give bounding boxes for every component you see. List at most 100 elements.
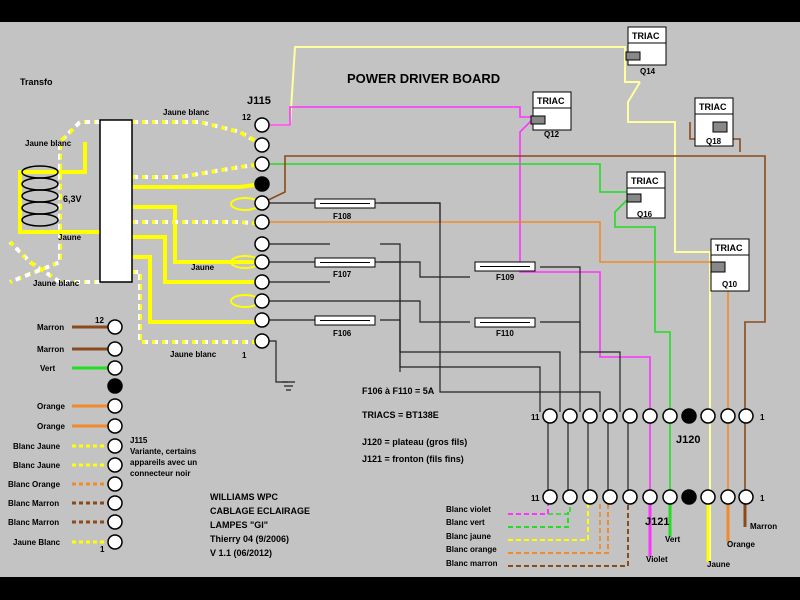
triac-label: TRIAC <box>537 96 565 106</box>
note-j121: J121 = fronton (fils fins) <box>362 454 464 464</box>
triac-ref: Q10 <box>722 280 738 289</box>
legend-pin1-label: 1 <box>100 545 105 554</box>
transformer-block <box>99 119 133 283</box>
j115-pin <box>254 274 270 290</box>
wire-green <box>262 163 671 532</box>
j115-pin <box>254 117 270 133</box>
note-j120: J120 = plateau (gros fils) <box>362 437 467 447</box>
wire-orange <box>262 221 729 554</box>
j115-connector <box>254 117 270 349</box>
triac-q18 <box>694 97 734 147</box>
note-fuse-rating: F106 à F110 = 5A <box>362 386 435 396</box>
j115-pin12-label: 12 <box>242 113 251 122</box>
wire-pale-yellow <box>262 46 711 562</box>
triac-ref: Q12 <box>544 130 560 139</box>
legend-label: Blanc Jaune <box>13 442 61 451</box>
coil-icon <box>21 165 59 227</box>
j115-pin1-label: 1 <box>242 351 247 360</box>
wire-magenta <box>262 106 651 557</box>
legend <box>72 319 123 550</box>
wire-black <box>262 202 629 492</box>
variant-title: J115 <box>130 436 148 445</box>
credit-line: CABLAGE ECLAIRAGE <box>210 506 310 516</box>
diagram-title: POWER DRIVER BOARD <box>347 71 500 86</box>
legend-label: Vert <box>40 364 55 373</box>
wire-label: Jaune blanc <box>25 139 72 148</box>
legend-pin12-label: 12 <box>95 316 104 325</box>
j115-pin <box>254 137 270 153</box>
fuses <box>314 198 536 328</box>
diagram-svg: POWER DRIVER BOARD Transfo J115 12 1 6,3… <box>8 26 777 569</box>
legend-label: Marron <box>37 345 64 354</box>
j115-pin <box>254 156 270 172</box>
j120-wire-label: Violet <box>646 555 668 564</box>
credit-line: Thierry 04 (9/2006) <box>210 534 289 544</box>
j115-pin <box>254 214 270 230</box>
transformer-wires-yellow <box>18 142 263 324</box>
credit-line: V 1.1 (06/2012) <box>210 548 272 558</box>
triac-ref: Q18 <box>706 137 722 146</box>
legend-label: Blanc Marron <box>8 499 59 508</box>
legend-label: Jaune Blanc <box>13 538 61 547</box>
wire-j121-dashed <box>508 502 629 567</box>
legend-label: Orange <box>37 422 66 431</box>
fuse-f106 <box>314 315 376 326</box>
j121-pin1-label: 1 <box>760 494 765 503</box>
voltage-label: 6,3V <box>63 194 82 204</box>
variant-text: Variante, certains <box>130 447 197 456</box>
wire-label: Jaune blanc <box>33 279 80 288</box>
wire-label: Jaune <box>191 263 215 272</box>
fuse-f108 <box>314 198 376 209</box>
triac-label: TRIAC <box>699 102 727 112</box>
diagram-board: POWER DRIVER BOARD Transfo J115 12 1 6,3… <box>0 22 800 577</box>
j120-label: J120 <box>676 434 700 446</box>
legend-label: Orange <box>37 402 66 411</box>
legend-label: Blanc Marron <box>8 518 59 527</box>
fuse-label: F107 <box>333 270 352 279</box>
transfo-label: Transfo <box>20 77 53 87</box>
triac-q14 <box>625 26 667 66</box>
triac-label: TRIAC <box>632 31 660 41</box>
credit-line: LAMPES "GI" <box>210 520 268 530</box>
fuse-label: F110 <box>496 329 514 338</box>
j120-connector <box>542 408 754 424</box>
j121-wire-label: Blanc marron <box>446 559 498 568</box>
j121-connector <box>542 489 754 505</box>
j115-pin <box>254 333 270 349</box>
triac-ref: Q16 <box>637 210 653 219</box>
j121-wire-label: Blanc vert <box>446 518 485 527</box>
wire-label: Jaune blanc <box>170 350 217 359</box>
variant-text: connecteur noir <box>130 469 190 478</box>
j120-wire-label: Orange <box>727 540 756 549</box>
j121-pin11-label: 11 <box>531 494 540 503</box>
j121-wire-label: Blanc violet <box>446 505 491 514</box>
j115-pin <box>254 293 270 309</box>
note-triac-type: TRIACS = BT138E <box>362 410 439 420</box>
j120-wire-label: Jaune <box>707 560 731 569</box>
legend-label: Marron <box>37 323 64 332</box>
transformer-loops <box>230 197 260 308</box>
fuse-label: F106 <box>333 329 352 338</box>
fuse-label: F108 <box>333 212 352 221</box>
j115-pin <box>254 236 270 252</box>
j115-pin <box>254 254 270 270</box>
j115-label: J115 <box>247 95 271 107</box>
fuse-f109 <box>474 261 536 272</box>
fuse-f107 <box>314 257 376 268</box>
triac-q16 <box>626 171 666 219</box>
wire-j120-leads <box>648 502 747 562</box>
j121-wire-label: Blanc orange <box>446 545 497 554</box>
fuse-label: F109 <box>496 273 515 282</box>
j121-wire-label: Blanc jaune <box>446 532 491 541</box>
j120-pin1-label: 1 <box>760 413 765 422</box>
legend-label: Blanc Orange <box>8 480 61 489</box>
fuse-f110 <box>474 317 536 328</box>
wire-label: Jaune blanc <box>163 108 210 117</box>
j120-wire-label: Marron <box>750 522 777 531</box>
triac-ref: Q14 <box>640 67 656 76</box>
j121-label: J121 <box>645 516 669 528</box>
triac-q10 <box>710 238 750 292</box>
wire-label: Jaune <box>58 233 82 242</box>
j115-pin <box>254 195 270 211</box>
